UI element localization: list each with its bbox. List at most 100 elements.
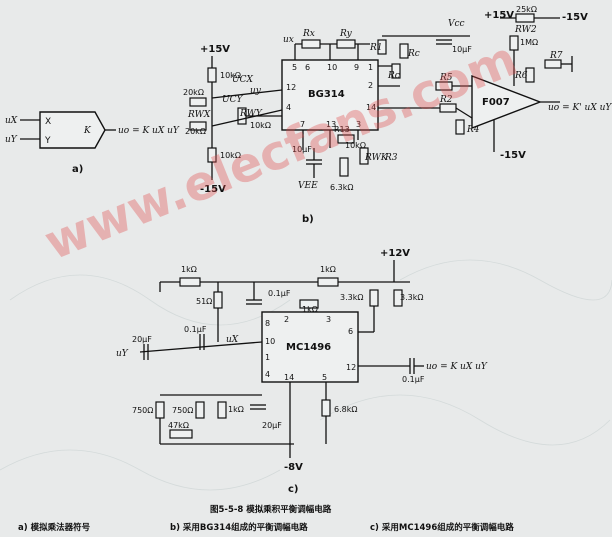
caption-a: a) 模拟乘法器符号 xyxy=(18,522,91,533)
pin-7: 7 xyxy=(300,120,305,129)
a-gain: K xyxy=(83,126,92,136)
res-10k-2: 10kΩ xyxy=(250,121,271,130)
rx-label: Rx xyxy=(302,29,315,39)
rwy-label: RWY xyxy=(239,109,263,119)
r6-label: R6 xyxy=(514,71,528,81)
rwx-label: RWX xyxy=(187,110,211,120)
r1-label: R1 xyxy=(369,43,383,53)
c-pin-2: 2 xyxy=(284,315,289,324)
cap-10uf-2: 10μF xyxy=(292,145,312,154)
a-label: a) xyxy=(72,164,83,175)
c-pin-12: 12 xyxy=(346,363,356,372)
c-pin-5: 5 xyxy=(322,373,327,382)
cap-20-2: 20μF xyxy=(262,421,282,430)
c-ux-label: uX xyxy=(226,335,239,345)
caption-b: b) 采用BG314组成的平衡调幅电路 xyxy=(170,522,308,533)
res-47k: 47kΩ xyxy=(168,421,189,430)
b-label: b) xyxy=(302,214,314,225)
res-750-2: 750Ω xyxy=(172,406,193,415)
f007-label: F007 xyxy=(482,97,510,108)
pin-9: 9 xyxy=(354,63,359,72)
pin-12: 12 xyxy=(286,83,296,92)
c-output: uo = K uX uY xyxy=(426,362,488,372)
figure-title: 图5-5-8 模拟乘积平衡调幅电路 xyxy=(210,504,332,515)
vcc-label: Vcc xyxy=(448,19,465,29)
c-supply-neg: -8V xyxy=(284,462,303,473)
r7-label: R7 xyxy=(549,51,563,61)
pin-13: 13 xyxy=(326,120,336,129)
c-pin-1: 1 xyxy=(265,353,270,362)
uy-label: uy xyxy=(250,86,262,96)
res-10k-3: 10kΩ xyxy=(220,151,241,160)
r2-label: R2 xyxy=(439,95,453,105)
res-3k3-2: 3.3kΩ xyxy=(400,293,423,302)
res-20k-1: 20kΩ xyxy=(183,88,204,97)
b-supply-pos: +15V xyxy=(200,44,230,55)
c-label: c) xyxy=(288,484,299,495)
res-1k-4: 1kΩ xyxy=(228,405,244,414)
cap-20-1: 20μF xyxy=(132,335,152,344)
b-opamp-pos: +15V xyxy=(484,10,514,21)
res-1m: 1MΩ xyxy=(520,38,538,47)
b-opamp-neg: -15V xyxy=(500,150,526,161)
c-pin-10: 10 xyxy=(265,337,275,346)
c-pin-8: 8 xyxy=(265,319,270,328)
cap-01-3: 0.1μF xyxy=(402,375,425,384)
res-51: 51Ω xyxy=(196,297,212,306)
caption-c: c) 采用MC1496组成的平衡调幅电路 xyxy=(370,522,514,533)
ry-label: Ry xyxy=(339,29,353,39)
res-25k: 25kΩ xyxy=(516,5,537,14)
c-pin-6: 6 xyxy=(348,327,353,336)
rw2-label: RW2 xyxy=(514,25,537,35)
multiplier-symbol xyxy=(39,111,106,149)
a-port-x: X xyxy=(45,117,51,127)
pin-6: 6 xyxy=(305,63,310,72)
pin-4: 4 xyxy=(286,103,291,112)
r13-label: R13 xyxy=(334,125,350,134)
res-20k-2: 20kΩ xyxy=(185,127,206,136)
f007-opamp xyxy=(471,74,542,130)
res-6k8: 6.8kΩ xyxy=(334,405,357,414)
ux-label: ux xyxy=(283,35,294,45)
res-3k3-1: 3.3kΩ xyxy=(340,293,363,302)
c-pin-14: 14 xyxy=(284,373,294,382)
pin-5: 5 xyxy=(292,63,297,72)
diagram-b: BG314 5 6 10 9 12 4 7 13 3 1 2 14 Rx Ry … xyxy=(183,5,612,225)
pin-3: 3 xyxy=(356,120,361,129)
res-10k-1: 10kΩ xyxy=(220,71,241,80)
c-uy-label: uY xyxy=(116,349,129,359)
c-pin-4: 4 xyxy=(265,370,270,379)
mc1496-label: MC1496 xyxy=(286,342,331,353)
r4-label: R4 xyxy=(466,125,480,135)
r5-label: R5 xyxy=(439,73,453,83)
res-750-1: 750Ω xyxy=(132,406,153,415)
res-1k-1: 1kΩ xyxy=(181,265,197,274)
background-pattern xyxy=(0,259,612,491)
a-input-y: uY xyxy=(5,135,18,145)
res-1k-3: 1kΩ xyxy=(302,305,318,314)
ucx-label: UCX xyxy=(232,75,253,85)
a-output: uo = K uX uY xyxy=(118,126,180,136)
cap-10uf-1: 10μF xyxy=(452,45,472,54)
mc1496-chip xyxy=(261,311,359,383)
res-10k-v: 10kΩ xyxy=(345,141,366,150)
watermark: www.elecfans.com xyxy=(37,31,525,272)
diagram-a: uX uY X Y K uo = K uX uY a) xyxy=(5,111,180,175)
rc1-label: Rc xyxy=(407,49,420,59)
b-output: uo = K' uX uY xyxy=(548,103,612,113)
cap-01-1: 0.1μF xyxy=(268,289,291,298)
pin-10: 10 xyxy=(327,63,337,72)
bg314-label: BG314 xyxy=(308,89,345,100)
c-pin-3: 3 xyxy=(326,315,331,324)
a-port-y: Y xyxy=(44,136,51,146)
rc2-label: Rc xyxy=(387,71,400,81)
pin-2: 2 xyxy=(368,81,373,90)
ucy-label: UCY xyxy=(222,95,243,105)
cap-01-2: 0.1μF xyxy=(184,325,207,334)
vee-label: VEE xyxy=(298,181,318,191)
pin-14: 14 xyxy=(366,103,376,112)
r3-label: R3 xyxy=(384,153,398,163)
a-input-x: uX xyxy=(5,116,18,126)
